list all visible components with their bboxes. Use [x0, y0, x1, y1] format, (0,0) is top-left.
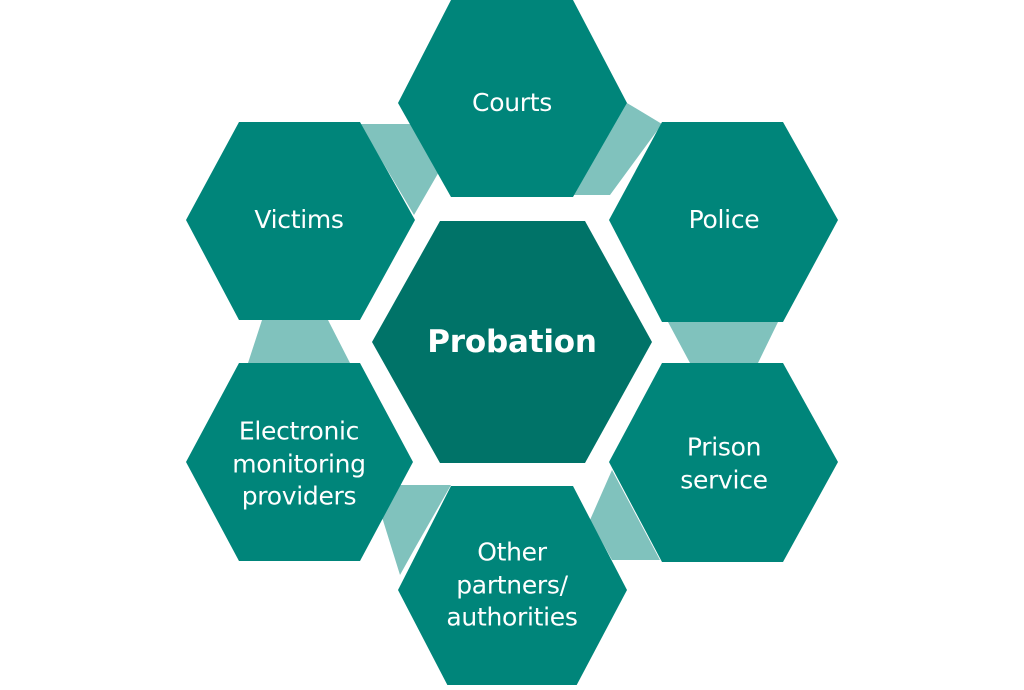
- connector-other-electronic: [372, 485, 451, 575]
- connector-police-prison: [668, 322, 778, 363]
- connector-courts-police: [574, 103, 662, 195]
- hex-courts[interactable]: [398, 0, 627, 197]
- hex-police[interactable]: [609, 122, 838, 322]
- connector-victims-courts: [360, 124, 440, 215]
- hex-victims[interactable]: [186, 122, 415, 320]
- hex-center-probation[interactable]: [372, 221, 652, 463]
- connectors: [248, 103, 778, 575]
- hex-other-partners[interactable]: [398, 486, 627, 690]
- hex-prison-service[interactable]: [609, 363, 838, 562]
- connector-electronic-victims: [248, 320, 350, 363]
- connector-prison-other: [590, 470, 660, 560]
- hex-electronic-monitoring[interactable]: [186, 363, 413, 561]
- outer-hexagons: [186, 0, 838, 690]
